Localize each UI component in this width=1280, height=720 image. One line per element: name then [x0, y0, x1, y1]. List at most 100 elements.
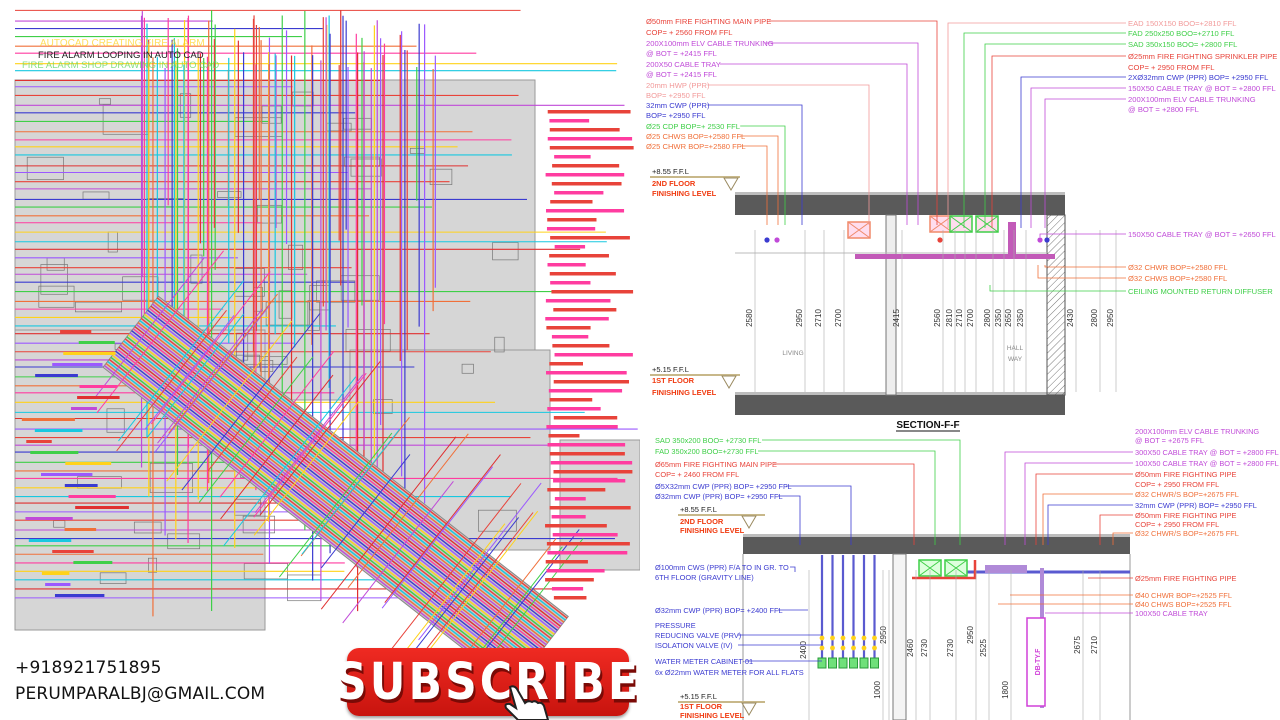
- leader-line: [1039, 233, 1126, 237]
- dimension-value: 2800: [1090, 309, 1099, 327]
- dimension-value: 2950: [966, 626, 975, 644]
- pipe-label: Ø32mm CWP (PPR) BOP= +2400 FFL: [655, 606, 783, 615]
- floor-finish: FINISHING LEVEL: [680, 526, 745, 535]
- pipe-label: PRESSURE: [655, 621, 696, 630]
- pipe-section: [1037, 237, 1043, 243]
- dimension-value: 2950: [795, 309, 804, 327]
- hvac-diffuser-box: [944, 559, 968, 577]
- plan-annotation-tag: [554, 497, 586, 501]
- plan-branch-line: [259, 361, 381, 516]
- dimension-value: 2675: [1073, 636, 1082, 654]
- plan-annotation-tag: [549, 146, 634, 150]
- plan-annotation-tag: [25, 517, 73, 520]
- plan-annotation-tag: [551, 335, 589, 339]
- leader-line: [1030, 87, 1126, 228]
- plan-annotation-tag: [553, 596, 587, 600]
- plan-annotation-tag: [545, 560, 588, 564]
- pipe-section: [764, 237, 770, 243]
- pipe-label: Ø25 CDP BOP=+ 2530 FFL: [646, 122, 740, 131]
- leader-line: [1020, 76, 1126, 228]
- plan-annotation-tag: [549, 272, 616, 276]
- pipe-label: 100X50 CABLE TRAY @ BOT = +2800 FFL: [1135, 459, 1279, 468]
- diffuser-cross-icon: [975, 215, 999, 233]
- leader-line: [778, 495, 801, 545]
- leader-line: [790, 566, 796, 572]
- pipe-label: 150X50 CABLE TRAY @ BOT = +2800 FFL: [1128, 84, 1276, 93]
- pipe-label: ISOLATION VALVE (IV): [655, 641, 733, 650]
- isolation-valve-icon: [840, 645, 846, 651]
- pipe-label: Ø100mm CWS (PPR) F/A TO IN GR. TO: [655, 563, 789, 572]
- pipe-label: Ø32mm CWP (PPR) BOP= +2950 FFL: [655, 492, 783, 501]
- plan-annotation-tag: [546, 425, 618, 429]
- plan-corridor-line: [155, 299, 566, 621]
- plan-branch-line: [401, 517, 519, 650]
- floor-name: 1ST FLOOR: [652, 376, 695, 385]
- plan-annotation-tag: [34, 429, 83, 432]
- level-marker-icon: [741, 515, 757, 529]
- plan-branch-line: [144, 315, 235, 430]
- pipe-label: 200X100mm ELV CABLE TRUNKING: [1135, 427, 1259, 436]
- level-elevation: +5.15 F.F.L: [652, 365, 689, 374]
- pipe-label: 100X50 CABLE TRAY: [1135, 609, 1208, 618]
- dimension-value: 2700: [966, 309, 975, 327]
- plan-branch-line: [418, 482, 542, 641]
- dimension-value: 2710: [814, 309, 823, 327]
- cable-tray-riser: [1040, 568, 1044, 708]
- pipe-label: Ø32 CHWR BOP=+2580 FFL: [1128, 263, 1228, 272]
- plan-corridor-line: [116, 348, 528, 650]
- plan-corridor-line: [108, 358, 520, 650]
- plan-corridor-line: [134, 326, 546, 648]
- leader-line: [984, 43, 1126, 228]
- plan-room-outline: [242, 515, 275, 534]
- diffuser-cross-icon: [944, 559, 968, 577]
- prv-valve-icon: [840, 635, 846, 641]
- leader-line: [1035, 473, 1133, 545]
- plan-annotation-tag: [60, 330, 92, 333]
- plan-annotation-tag: [552, 164, 620, 168]
- floor-name: 2ND FLOOR: [680, 517, 724, 526]
- pipe-label: 150X50 CABLE TRAY @ BOT = +2650 FFL: [1128, 230, 1276, 239]
- plan-annotation-tag: [550, 461, 633, 465]
- subscribe-button[interactable]: SUBSCRIBE: [335, 648, 638, 716]
- plan-annotation-tag: [554, 245, 586, 249]
- dimension-value: 2400: [799, 641, 808, 659]
- prv-valve-icon: [819, 635, 825, 641]
- contact-phone: +918921751895: [15, 658, 162, 678]
- plan-branch-line: [453, 546, 563, 650]
- pipe-label: Ø40 CHWR BOP=+2525 FFL: [1135, 591, 1232, 600]
- level-marker-icon: [721, 375, 737, 389]
- pipe-label: REDUCING VALVE (PRV): [655, 631, 741, 640]
- isolation-valve-icon: [819, 645, 825, 651]
- level-elevation: +8.55 F.F.L: [652, 167, 689, 176]
- prv-valve-icon: [851, 635, 856, 641]
- level-elevation: +8.55 F.F.L: [680, 505, 717, 514]
- plan-corridor-line: [144, 313, 555, 636]
- pipe-label: CEILING MOUNTED RETURN DIFFUSER: [1128, 287, 1273, 296]
- plan-branch-line: [147, 313, 244, 438]
- leader-line: [947, 22, 1126, 228]
- plan-building-area: [559, 439, 640, 571]
- pipe-label: Ø40 CHWS BOP=+2525 FFL: [1135, 600, 1232, 609]
- prv-valve-icon: [872, 635, 877, 641]
- plan-room-outline: [492, 242, 519, 261]
- leader-line: [991, 55, 1126, 228]
- leader-line: [1037, 265, 1126, 279]
- floor-finish: FINISHING LEVEL: [652, 189, 717, 198]
- pointer-hand-icon: [504, 685, 550, 720]
- plan-annotation-tag: [546, 569, 605, 573]
- fire-pipe: [912, 560, 977, 580]
- plan-annotation-tag: [26, 440, 52, 443]
- dimension-value: 2700: [834, 309, 843, 327]
- dimension-value: 2525: [979, 639, 988, 657]
- plan-branch-line: [181, 313, 321, 491]
- pipe-label: SAD 350x150 BOO= +2800 FFL: [1128, 40, 1237, 49]
- plan-branch-line: [154, 305, 270, 453]
- floor-slab: [735, 395, 1065, 415]
- diffuser-cross-icon: [847, 221, 871, 239]
- dimension-value: 2730: [920, 639, 929, 657]
- pipe-label: @ BOT = +2415 FFL: [646, 49, 717, 58]
- pipe-label: Ø65mm FIRE FIGHTING MAIN PIPE: [655, 460, 777, 469]
- slab-finish-layer: [735, 192, 1065, 195]
- leader-line: [707, 84, 870, 225]
